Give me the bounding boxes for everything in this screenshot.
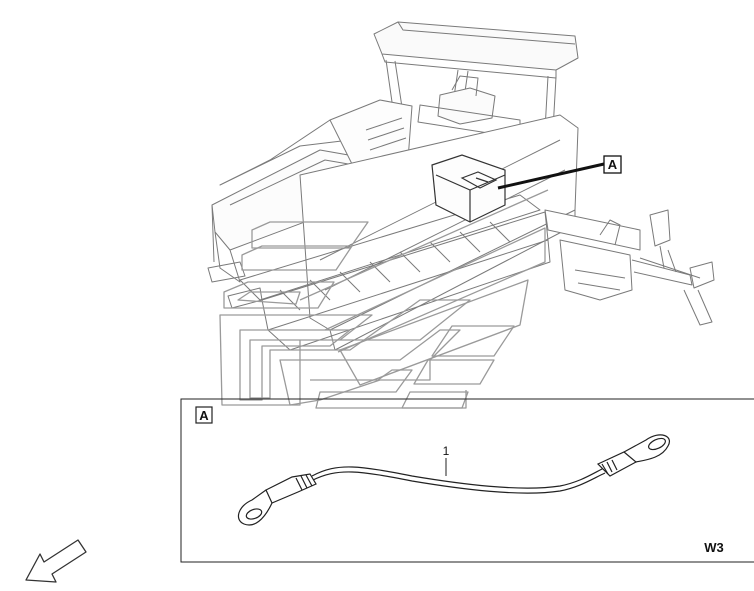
paver-machine-illustration [207,21,715,351]
detail-frame [180,398,754,563]
detail-label-box [195,406,213,424]
figure-code: W3 [704,540,724,555]
overview-callout-box [603,155,622,174]
overview-callout: A [497,155,622,190]
detail-panel-a: A 1 W3 [180,398,754,563]
watermark-logo [219,189,549,409]
part-number-label: 1 [443,444,450,458]
detail-label: A [199,408,209,423]
battery-box-highlight [431,154,506,223]
ground-cable [237,434,670,526]
overview-callout-label: A [608,157,618,172]
arrow-icon [25,539,87,583]
